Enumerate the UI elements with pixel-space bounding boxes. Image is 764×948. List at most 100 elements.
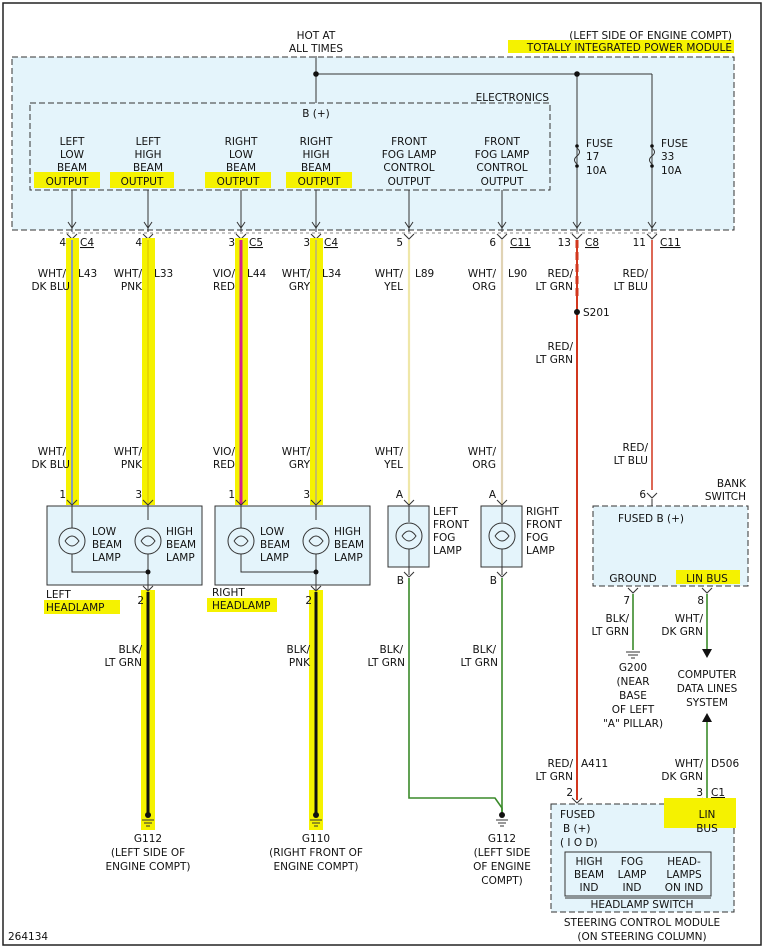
svg-text:6: 6 <box>489 237 496 249</box>
svg-text:6: 6 <box>639 489 646 501</box>
g200-ground: G200 (NEAR BASE OF LEFT "A" PILLAR) <box>603 651 663 730</box>
scm-name: STEERING CONTROL MODULE <box>564 917 720 929</box>
svg-text:LAMPS: LAMPS <box>666 869 702 881</box>
bank-switch: FUSED B (+) GROUND LIN BUS <box>592 499 749 587</box>
splice-wire-color1: RED/ <box>547 341 573 353</box>
svg-text:LT BLU: LT BLU <box>614 281 648 293</box>
splice-wire-color2: LT GRN <box>536 354 573 366</box>
svg-text:OUTPUT: OUTPUT <box>298 176 341 188</box>
ground-wires <box>146 578 503 815</box>
left-headlamp-bottom-chevron <box>142 585 154 592</box>
svg-text:COMPT): COMPT) <box>481 875 523 887</box>
svg-text:LT GRN: LT GRN <box>536 281 573 293</box>
left-fog-lamp: LEFT FRONT FOG LAMP B <box>387 505 469 587</box>
electronics-label: ELECTRONICS <box>476 92 550 104</box>
svg-text:G200: G200 <box>619 662 647 674</box>
svg-text:FOG LAMP: FOG LAMP <box>475 149 529 161</box>
svg-text:DK BLU: DK BLU <box>31 281 70 293</box>
svg-text:B: B <box>397 575 404 587</box>
data-arrow-up <box>702 713 712 722</box>
svg-text:FRONT: FRONT <box>391 136 427 148</box>
svg-text:LIN BUS: LIN BUS <box>686 573 728 585</box>
wire-labels-mid: WHT/ DK BLU WHT/ PNK VIO/ RED WHT/ GRY W… <box>31 442 648 471</box>
svg-text:WHT/: WHT/ <box>468 268 497 280</box>
svg-text:OF LEFT: OF LEFT <box>612 704 655 716</box>
right-headlamp-highlight <box>207 598 277 612</box>
output-left-high: LEFT HIGH BEAM OUTPUT <box>121 136 164 188</box>
svg-text:"A" PILLAR): "A" PILLAR) <box>603 718 663 730</box>
svg-text:WHT/: WHT/ <box>375 446 404 458</box>
splice-label: S201 <box>583 307 610 319</box>
svg-text:B (+): B (+) <box>563 823 591 835</box>
svg-text:L43: L43 <box>78 268 97 280</box>
svg-text:BEAM: BEAM <box>301 162 331 174</box>
svg-text:BEAM: BEAM <box>57 162 87 174</box>
svg-text:B: B <box>490 575 497 587</box>
svg-text:ENGINE COMPT): ENGINE COMPT) <box>273 861 358 873</box>
bank-lin-color1: WHT/ <box>675 613 704 625</box>
svg-text:ON IND: ON IND <box>665 882 704 894</box>
svg-text:G112: G112 <box>134 833 162 845</box>
svg-text:YEL: YEL <box>383 459 403 471</box>
svg-text:L44: L44 <box>247 268 267 280</box>
svg-text:WHT/: WHT/ <box>38 268 67 280</box>
ground-symbols <box>142 812 508 827</box>
output-front-fog-2: FRONT FOG LAMP CONTROL OUTPUT <box>475 136 529 188</box>
svg-text:3: 3 <box>135 489 142 501</box>
svg-text:WHT/: WHT/ <box>114 446 143 458</box>
svg-text:FUSED B (+): FUSED B (+) <box>618 513 684 525</box>
right-headlamp-bottom-chevron <box>310 585 322 592</box>
data-lines-l2: DATA LINES <box>677 683 738 695</box>
left-headlamp-highlight <box>44 600 120 614</box>
right-headlamp: LOW BEAM LAMP HIGH BEAM LAMP <box>214 505 371 590</box>
svg-text:4: 4 <box>59 237 66 249</box>
scm-fused-color1: RED/ <box>547 758 573 770</box>
svg-text:WHT/: WHT/ <box>38 446 67 458</box>
svg-text:ORG: ORG <box>472 281 496 293</box>
svg-text:OUTPUT: OUTPUT <box>217 176 260 188</box>
svg-text:LIN: LIN <box>699 809 716 821</box>
svg-text:RED/: RED/ <box>622 442 648 454</box>
svg-text:(LEFT SIDE: (LEFT SIDE <box>474 847 531 859</box>
output-highlight <box>34 172 100 188</box>
svg-text:WHT/: WHT/ <box>282 268 311 280</box>
bank-gnd-pin: 7 <box>623 595 630 607</box>
scm-lin-circuit: D506 <box>711 758 739 770</box>
lamp-pin-labels: 1 3 1 3 A A 6 <box>59 489 646 501</box>
svg-text:FOG: FOG <box>621 856 643 868</box>
svg-text:BEAM: BEAM <box>334 539 364 551</box>
svg-text:BLK/: BLK/ <box>119 644 143 656</box>
svg-text:A: A <box>489 489 497 501</box>
svg-text:OUTPUT: OUTPUT <box>46 176 89 188</box>
svg-text:VIO/: VIO/ <box>213 268 236 280</box>
svg-text:ORG: ORG <box>472 459 496 471</box>
left-headlamp-pin: 2 <box>137 595 144 607</box>
svg-text:BEAM: BEAM <box>260 539 290 551</box>
svg-text:BEAM: BEAM <box>166 539 196 551</box>
svg-text:C5: C5 <box>249 237 263 249</box>
svg-text:LAMP: LAMP <box>92 552 121 564</box>
svg-text:LAMP: LAMP <box>166 552 195 564</box>
svg-text:3: 3 <box>303 237 310 249</box>
svg-text:FOG: FOG <box>433 532 455 544</box>
power-bus <box>315 56 653 232</box>
svg-text:L33: L33 <box>154 268 173 280</box>
svg-text:5: 5 <box>396 237 403 249</box>
svg-text:( I O D): ( I O D) <box>560 837 598 849</box>
svg-text:BASE: BASE <box>619 690 647 702</box>
output-left-low: LEFT LOW BEAM OUTPUT <box>46 136 89 188</box>
svg-text:LOW: LOW <box>229 149 254 161</box>
splice-s201 <box>574 309 580 315</box>
svg-text:RED/: RED/ <box>622 268 648 280</box>
svg-text:YEL: YEL <box>383 281 403 293</box>
ground-wire-labels: BLK/ LT GRN BLK/ PNK BLK/ LT GRN BLK/ LT… <box>105 644 498 669</box>
svg-text:FUSE: FUSE <box>661 138 688 150</box>
svg-text:LEFT: LEFT <box>433 506 458 518</box>
svg-text:1: 1 <box>59 489 66 501</box>
right-fog-lamp: RIGHT FRONT FOG LAMP B <box>480 505 562 587</box>
scm-lin-color1: WHT/ <box>675 758 704 770</box>
output-arrows <box>67 190 657 232</box>
svg-text:BUS: BUS <box>696 823 718 835</box>
svg-text:LT GRN: LT GRN <box>105 657 142 669</box>
svg-text:DK BLU: DK BLU <box>31 459 70 471</box>
